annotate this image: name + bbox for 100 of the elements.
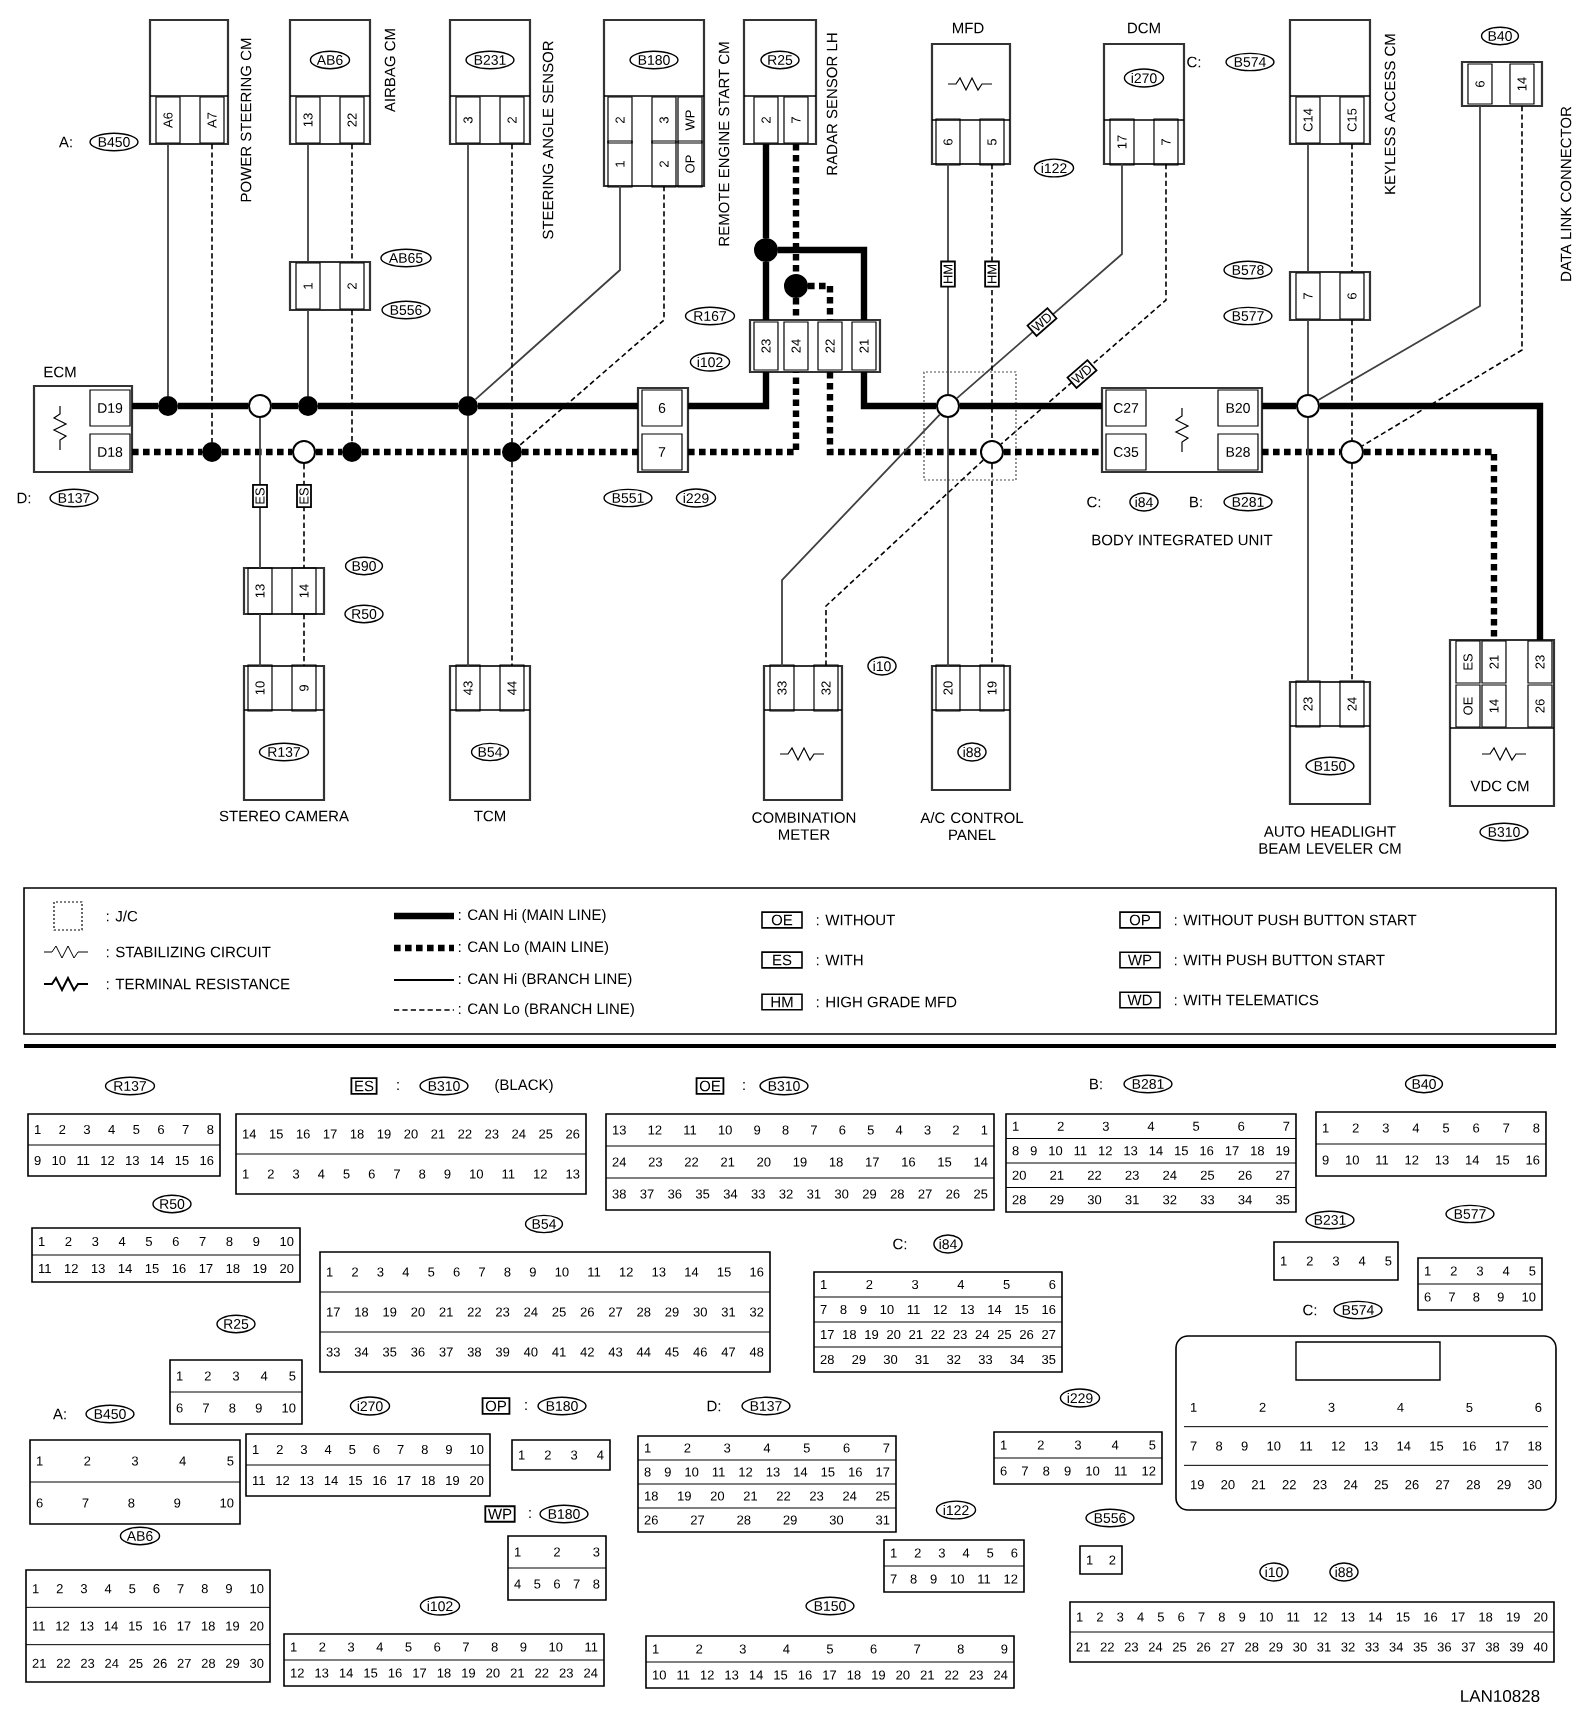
wire bbox=[307, 309, 309, 397]
control-module-box bbox=[1187, 18, 1396, 194]
wire bbox=[259, 417, 261, 569]
junction-dot bbox=[342, 442, 362, 462]
control-module-box bbox=[448, 18, 554, 239]
connector-face bbox=[1069, 1562, 1555, 1663]
wire bbox=[511, 143, 513, 443]
control-module-box bbox=[219, 664, 349, 822]
wire bbox=[1307, 319, 1309, 395]
connector-face bbox=[31, 1194, 301, 1283]
junction-circle bbox=[292, 440, 316, 464]
wire bbox=[826, 372, 980, 456]
wire bbox=[303, 463, 305, 569]
wire bbox=[478, 402, 638, 410]
connector-face bbox=[481, 1396, 611, 1471]
wire bbox=[1361, 105, 1523, 447]
inline-connector bbox=[1223, 260, 1372, 326]
connector-face bbox=[993, 1388, 1163, 1485]
connector-face bbox=[27, 1076, 221, 1177]
wire bbox=[1351, 319, 1353, 441]
control-module-box bbox=[448, 664, 532, 822]
wire bbox=[178, 402, 248, 410]
wire bbox=[1317, 105, 1481, 401]
inline-connector bbox=[684, 306, 882, 374]
connector-face bbox=[319, 1214, 771, 1373]
connector-face bbox=[1315, 1074, 1547, 1177]
connector-face bbox=[29, 1404, 241, 1525]
wire bbox=[511, 461, 513, 667]
connector-face bbox=[1417, 1204, 1543, 1311]
control-module-box bbox=[742, 18, 838, 175]
inline-connector bbox=[242, 556, 384, 624]
wire bbox=[1262, 402, 1296, 410]
junction-dot bbox=[202, 442, 222, 462]
junction-circle bbox=[936, 394, 960, 418]
connector-face bbox=[25, 1526, 271, 1683]
control-module-box bbox=[17, 366, 134, 508]
connector-face bbox=[283, 1596, 605, 1687]
control-module-box bbox=[1102, 22, 1186, 166]
wire bbox=[947, 163, 949, 395]
wire bbox=[1000, 163, 1167, 445]
wire bbox=[222, 448, 292, 456]
junction-dot bbox=[784, 274, 808, 298]
wire bbox=[1351, 463, 1353, 683]
wire bbox=[467, 143, 469, 397]
drawing-number: LAN10828 bbox=[1461, 1690, 1540, 1702]
control-module-box bbox=[930, 22, 1075, 178]
wire bbox=[762, 144, 770, 238]
junction-dot bbox=[502, 442, 522, 462]
wire bbox=[1307, 417, 1309, 683]
wire bbox=[947, 417, 949, 667]
wire bbox=[474, 185, 621, 401]
inline-connector bbox=[288, 248, 432, 320]
junction-dot bbox=[458, 396, 478, 416]
wire bbox=[991, 463, 993, 667]
control-module-box bbox=[752, 656, 897, 840]
wire bbox=[688, 372, 800, 456]
wire bbox=[307, 143, 309, 263]
wire bbox=[860, 372, 936, 410]
wire bbox=[303, 613, 305, 667]
inline-connector bbox=[603, 386, 717, 508]
junction-circle bbox=[1296, 394, 1320, 418]
wire bbox=[1320, 402, 1544, 640]
wire bbox=[792, 144, 800, 274]
wire bbox=[316, 448, 342, 456]
junction-dot bbox=[158, 396, 178, 416]
wire bbox=[351, 309, 353, 443]
wire bbox=[1307, 143, 1309, 273]
wire bbox=[1351, 143, 1353, 273]
junction-dot bbox=[298, 396, 318, 416]
junction-circle bbox=[980, 440, 1004, 464]
wire bbox=[132, 448, 202, 456]
wire bbox=[167, 143, 169, 397]
control-module-box bbox=[602, 18, 730, 246]
wire bbox=[132, 402, 158, 410]
connector-face bbox=[484, 1504, 607, 1601]
connector-face bbox=[813, 1234, 1063, 1373]
control-module-box bbox=[920, 664, 1024, 840]
connector-face bbox=[1005, 1074, 1297, 1213]
wire bbox=[792, 298, 800, 320]
wire bbox=[518, 185, 665, 447]
wire bbox=[362, 448, 502, 456]
connector-face bbox=[605, 1076, 995, 1211]
junction-circle bbox=[1340, 440, 1364, 464]
wire bbox=[991, 163, 993, 441]
wire bbox=[351, 143, 353, 263]
junction-dot bbox=[754, 238, 778, 262]
wire bbox=[272, 402, 298, 410]
wire bbox=[318, 402, 458, 410]
connector-face bbox=[1175, 1300, 1557, 1511]
junction-circle bbox=[248, 394, 272, 418]
connector-face bbox=[637, 1396, 897, 1533]
wire bbox=[956, 163, 1123, 400]
wire bbox=[1262, 448, 1340, 456]
wire bbox=[688, 372, 770, 410]
wire bbox=[808, 282, 834, 320]
wire bbox=[960, 402, 1102, 410]
wire bbox=[522, 448, 638, 456]
connector-face bbox=[169, 1314, 303, 1425]
wire bbox=[1364, 448, 1498, 640]
connector-face bbox=[1079, 1508, 1135, 1575]
